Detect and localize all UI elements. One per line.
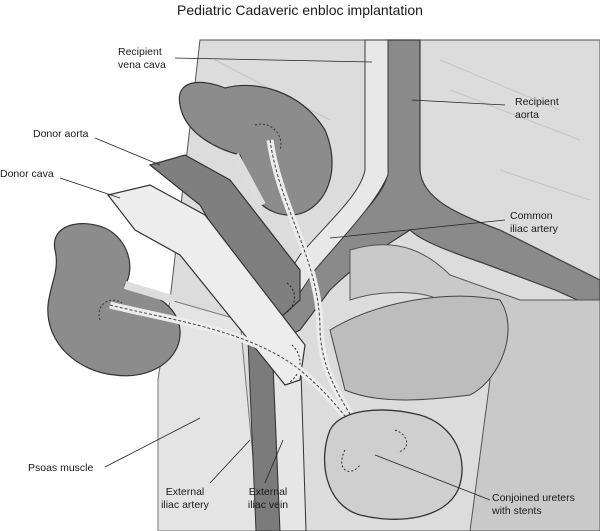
diagram-title: Pediatric Cadaveric enbloc implantation xyxy=(177,2,423,18)
bladder xyxy=(323,409,463,520)
label-common-iliac-artery: Common iliac artery xyxy=(510,210,558,235)
label-recipient-vena-cava: Recipient vena cava xyxy=(118,46,166,71)
lower-kidney xyxy=(47,223,181,377)
label-recipient-aorta: Recipient aorta xyxy=(515,96,559,121)
anastomosis-sutures xyxy=(286,282,301,383)
label-external-iliac-artery: External iliac artery xyxy=(161,486,209,511)
label-conjoined-ureters: Conjoined ureters with stents xyxy=(492,492,575,517)
donor-cava-vessel xyxy=(106,184,306,386)
label-donor-cava: Donor cava xyxy=(0,168,54,180)
label-donor-aorta: Donor aorta xyxy=(33,128,89,140)
label-psoas-muscle: Psoas muscle xyxy=(28,462,94,474)
upper-kidney xyxy=(178,81,333,216)
leader-lines xyxy=(59,57,506,501)
label-external-iliac-vein: External iliac vein xyxy=(247,486,289,511)
bladder-background xyxy=(329,295,509,401)
